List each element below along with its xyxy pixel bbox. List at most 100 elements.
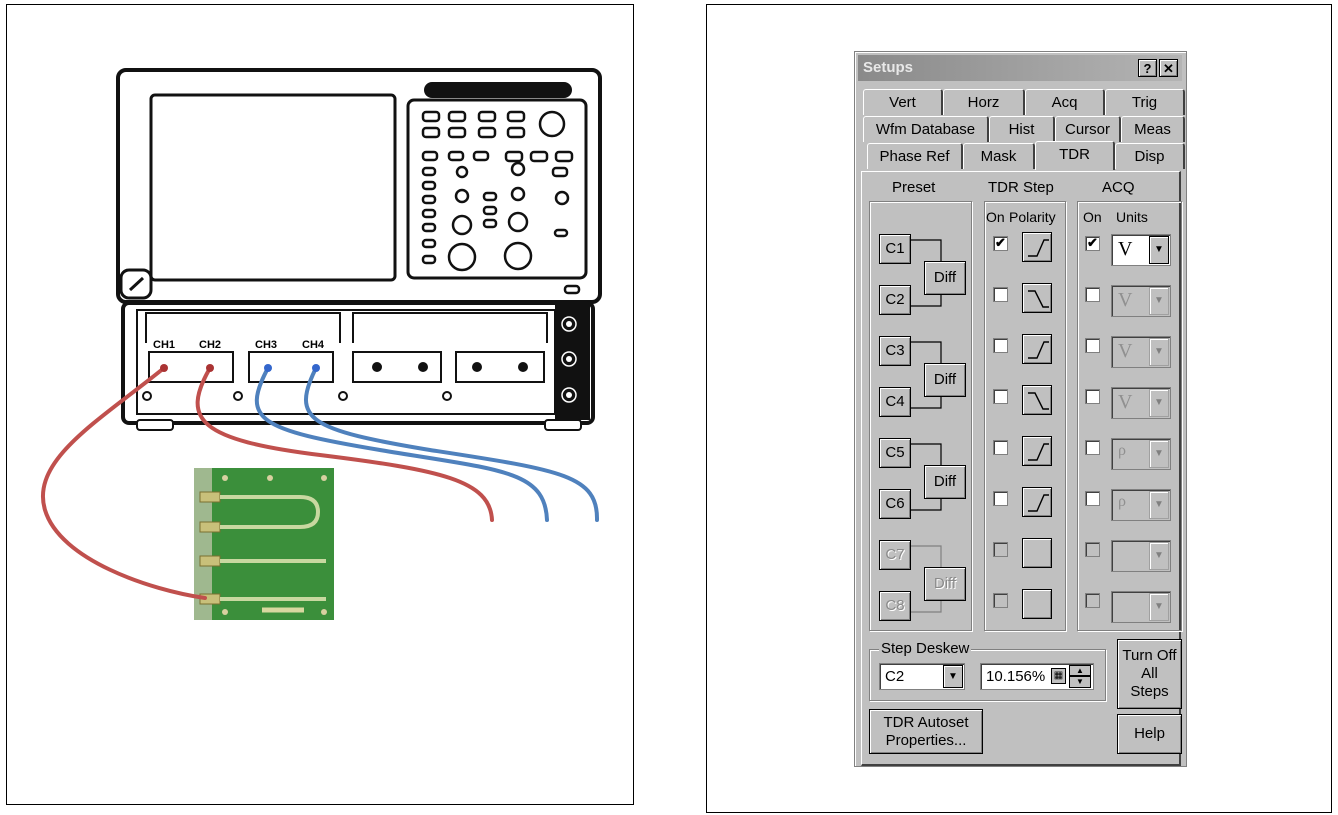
tdr-step-header: TDR Step bbox=[988, 179, 1054, 196]
polarity-c7-button[interactable] bbox=[1022, 538, 1052, 568]
step-deskew-value-field[interactable]: 10.156% ▦ ▲ ▼ bbox=[980, 663, 1094, 690]
tab-meas[interactable]: Meas bbox=[1121, 116, 1185, 142]
acq-c8-checkbox[interactable] bbox=[1085, 593, 1100, 608]
step-deskew-label: Step Deskew bbox=[879, 640, 972, 657]
preset-c3-button[interactable]: C3 bbox=[879, 336, 911, 366]
polarity-c5-button[interactable] bbox=[1022, 436, 1052, 466]
tab-hist[interactable]: Hist bbox=[989, 116, 1055, 142]
tab-acq[interactable]: Acq bbox=[1025, 89, 1105, 115]
polarity-c3-button[interactable] bbox=[1022, 334, 1052, 364]
tab-phase-ref[interactable]: Phase Ref bbox=[867, 143, 963, 169]
tab-trig[interactable]: Trig bbox=[1105, 89, 1185, 115]
tab-disp[interactable]: Disp bbox=[1115, 143, 1185, 169]
spin-down-icon[interactable]: ▼ bbox=[1069, 676, 1091, 688]
units-c5-select[interactable]: ρ▼ bbox=[1111, 438, 1171, 470]
preset-group bbox=[869, 201, 972, 631]
ch2-label: CH2 bbox=[199, 339, 221, 351]
preset-c4-button[interactable]: C4 bbox=[879, 387, 911, 417]
chevron-down-icon[interactable]: ▼ bbox=[1149, 338, 1169, 366]
polarity-c8-button[interactable] bbox=[1022, 589, 1052, 619]
tab-cursor[interactable]: Cursor bbox=[1055, 116, 1121, 142]
chevron-down-icon[interactable]: ▼ bbox=[1149, 440, 1169, 468]
spin-up-icon[interactable]: ▲ bbox=[1069, 665, 1091, 676]
tdr-step-c7-checkbox[interactable] bbox=[993, 542, 1008, 557]
cable-ch3 bbox=[254, 366, 549, 522]
help-button[interactable]: Help bbox=[1117, 714, 1182, 754]
chevron-down-icon[interactable]: ▼ bbox=[1149, 389, 1169, 417]
preset-c7-button[interactable]: C7 bbox=[879, 540, 911, 570]
step-deskew-channel-value: C2 bbox=[885, 668, 905, 685]
ch1-label: CH1 bbox=[153, 339, 175, 351]
falling-edge-icon bbox=[1028, 392, 1049, 410]
tab-mask[interactable]: Mask bbox=[963, 143, 1035, 169]
scope-top-bar bbox=[424, 82, 572, 98]
tab-vert[interactable]: Vert bbox=[863, 89, 943, 115]
polarity-c4-button[interactable] bbox=[1022, 385, 1052, 415]
tdr-panel bbox=[861, 171, 1181, 766]
units-c7-select[interactable]: ▼ bbox=[1111, 540, 1171, 572]
acq-c1-checkbox[interactable]: ✔ bbox=[1085, 236, 1100, 251]
help-title-button[interactable]: ? bbox=[1138, 59, 1157, 77]
rising-edge-icon bbox=[1028, 341, 1049, 359]
diff-c3-c4-button[interactable]: Diff bbox=[924, 363, 966, 397]
units-c2-select[interactable]: V▼ bbox=[1111, 285, 1171, 317]
tdr-step-c5-checkbox[interactable] bbox=[993, 440, 1008, 455]
tdr-step-c6-checkbox[interactable] bbox=[993, 491, 1008, 506]
chevron-down-icon[interactable]: ▼ bbox=[1149, 287, 1169, 315]
units-c3-value: V bbox=[1118, 340, 1133, 362]
units-c6-select[interactable]: ρ▼ bbox=[1111, 489, 1171, 521]
tdr-step-c8-checkbox[interactable] bbox=[993, 593, 1008, 608]
units-c4-select[interactable]: V▼ bbox=[1111, 387, 1171, 419]
oscilloscope-illustration: CH1 CH2 CH3 CH4 bbox=[41, 68, 602, 620]
ch3-label: CH3 bbox=[255, 339, 277, 351]
preset-header: Preset bbox=[892, 179, 936, 196]
step-deskew-channel-select[interactable]: C2 ▼ bbox=[879, 663, 965, 690]
cable-ch2 bbox=[195, 366, 494, 522]
diff-c7-c8-button[interactable]: Diff bbox=[924, 567, 966, 601]
dialog-title: Setups bbox=[863, 59, 914, 76]
chevron-down-icon[interactable]: ▼ bbox=[1149, 542, 1169, 570]
tab-tdr[interactable]: TDR bbox=[1035, 141, 1115, 170]
tab-horz[interactable]: Horz bbox=[943, 89, 1025, 115]
preset-c5-button[interactable]: C5 bbox=[879, 438, 911, 468]
chevron-down-icon[interactable]: ▼ bbox=[1149, 491, 1169, 519]
acq-c5-checkbox[interactable] bbox=[1085, 440, 1100, 455]
tdr-step-c1-checkbox[interactable]: ✔ bbox=[993, 236, 1008, 251]
chevron-down-icon[interactable]: ▼ bbox=[1149, 593, 1169, 621]
close-icon[interactable]: ✕ bbox=[1159, 59, 1178, 77]
keypad-icon[interactable]: ▦ bbox=[1051, 668, 1066, 684]
tdr-step-c3-checkbox[interactable] bbox=[993, 338, 1008, 353]
preset-c6-button[interactable]: C6 bbox=[879, 489, 911, 519]
scope-screen bbox=[149, 93, 397, 282]
chevron-down-icon[interactable]: ▼ bbox=[943, 665, 963, 688]
diff-c5-c6-button[interactable]: Diff bbox=[924, 465, 966, 499]
tab-wfm-database[interactable]: Wfm Database bbox=[863, 116, 989, 142]
polarity-c1-button[interactable] bbox=[1022, 232, 1052, 262]
falling-edge-icon bbox=[1028, 290, 1049, 308]
title-bar: Setups ? ✕ bbox=[858, 55, 1182, 81]
units-c8-select[interactable]: ▼ bbox=[1111, 591, 1171, 623]
diff-c1-c2-button[interactable]: Diff bbox=[924, 261, 966, 295]
scope-control-panel bbox=[406, 98, 588, 280]
polarity-c6-button[interactable] bbox=[1022, 487, 1052, 517]
rising-edge-icon bbox=[1028, 494, 1049, 512]
rising-edge-icon bbox=[1028, 443, 1049, 461]
acq-c4-checkbox[interactable] bbox=[1085, 389, 1100, 404]
tdr-step-c2-checkbox[interactable] bbox=[993, 287, 1008, 302]
units-c3-select[interactable]: V▼ bbox=[1111, 336, 1171, 368]
acq-c2-checkbox[interactable] bbox=[1085, 287, 1100, 302]
units-c1-select[interactable]: V▼ bbox=[1111, 234, 1171, 266]
chevron-down-icon[interactable]: ▼ bbox=[1149, 236, 1169, 264]
tdr-step-group bbox=[984, 201, 1066, 631]
acq-c6-checkbox[interactable] bbox=[1085, 491, 1100, 506]
turn-off-all-steps-button[interactable]: Turn Off All Steps bbox=[1117, 639, 1182, 709]
tdr-step-c4-checkbox[interactable] bbox=[993, 389, 1008, 404]
units-header: Units bbox=[1116, 209, 1148, 225]
polarity-c2-button[interactable] bbox=[1022, 283, 1052, 313]
preset-c2-button[interactable]: C2 bbox=[879, 285, 911, 315]
preset-c1-button[interactable]: C1 bbox=[879, 234, 911, 264]
acq-c3-checkbox[interactable] bbox=[1085, 338, 1100, 353]
preset-c8-button[interactable]: C8 bbox=[879, 591, 911, 621]
tdr-autoset-properties-button[interactable]: TDR Autoset Properties... bbox=[869, 709, 983, 754]
acq-c7-checkbox[interactable] bbox=[1085, 542, 1100, 557]
